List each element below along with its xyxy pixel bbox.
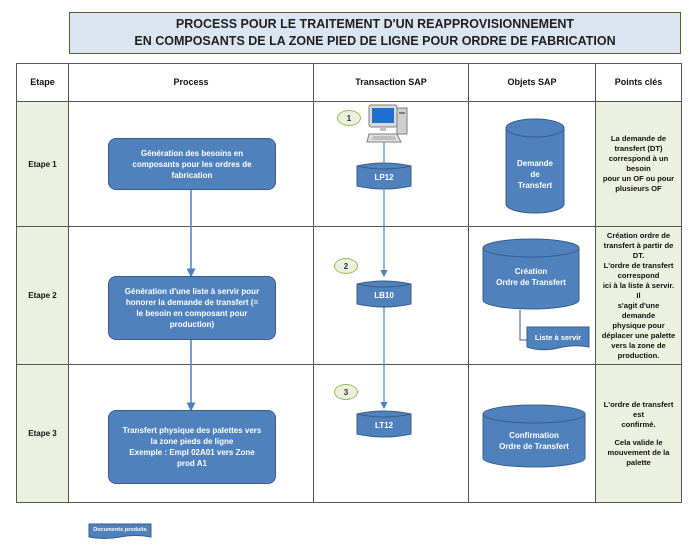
process-text: fabrication — [171, 170, 213, 180]
key-points-3: L'ordre de transfert est confirmé. Cela … — [596, 365, 681, 502]
stage-label: Etape 1 — [28, 159, 57, 169]
object-label: Confirmation — [509, 431, 559, 440]
note-line: DT. — [632, 250, 645, 260]
note-line: Cela valide le — [614, 437, 663, 447]
header-points-cles: Points clés — [614, 77, 663, 87]
note-line: plusieurs OF — [615, 184, 662, 193]
process-text: Transfert physique des palettes vers — [122, 426, 262, 435]
object-label: Ordre de Transfert — [496, 278, 566, 287]
divider — [313, 63, 314, 503]
object-confirmation-ordre-transfert: Confirmation Ordre de Transfert — [482, 404, 586, 468]
header-transaction: Transaction SAP — [355, 77, 427, 87]
legend-label: Documents produits — [93, 527, 147, 533]
process-text: Génération d'une liste à servir pour — [124, 287, 260, 296]
stage-column-bg — [17, 102, 68, 502]
header-etape: Etape — [30, 77, 55, 87]
header-process: Process — [173, 77, 209, 87]
notes-column-bg — [595, 102, 681, 502]
key-points-2: Création ordre de transfert à partir de … — [596, 227, 681, 364]
note-spacer — [600, 430, 677, 438]
process-step-1: Génération des besoins en composants pou… — [108, 138, 276, 190]
note-line: La demande de — [610, 134, 667, 143]
key-points-1: La demande de transfert (DT) correspond … — [596, 102, 681, 226]
note-line: production. — [617, 350, 660, 360]
document-label: Liste à servir — [534, 333, 582, 342]
transaction-lp12: LP12 — [356, 162, 412, 190]
swimlane-table — [16, 63, 682, 503]
process-text: la zone pieds de ligne — [150, 437, 234, 446]
object-demande-transfert: Demande de Transfert — [505, 118, 565, 214]
divider — [595, 63, 596, 503]
page-title: PROCESS POUR LE TRAITEMENT D'UN REAPPROV… — [69, 12, 681, 54]
transaction-code: LP12 — [374, 172, 394, 182]
process-text: prod A1 — [177, 459, 207, 468]
note-line: L'ordre de transfert est — [603, 399, 674, 419]
note-line: pour un OF ou pour — [602, 174, 675, 183]
object-label: Demande — [516, 159, 553, 168]
transaction-lb10: LB10 — [356, 280, 412, 308]
object-label: Ordre de Transfert — [499, 442, 569, 451]
note-line: transfert à partir de — [603, 240, 674, 250]
note-line: correspond à un besoin — [608, 154, 669, 173]
step-number-badge: 2 — [334, 258, 358, 274]
divider — [16, 226, 682, 227]
process-step-3: Transfert physique des palettes vers la … — [108, 410, 276, 484]
transaction-lt12: LT12 — [356, 410, 412, 438]
object-creation-ordre-transfert: Création Ordre de Transfert — [482, 238, 580, 310]
note-line: physique pour — [612, 320, 665, 330]
note-line: L'ordre de transfert — [603, 260, 674, 270]
stage-label: Etape 2 — [28, 291, 57, 300]
note-line: correspond — [617, 270, 660, 280]
object-label: Transfert — [517, 181, 553, 190]
header-objets: Objets SAP — [507, 77, 557, 87]
step-number-badge: 1 — [337, 110, 361, 126]
object-label: de — [530, 170, 540, 179]
divider — [468, 63, 469, 503]
note-line: mouvement de la — [607, 447, 670, 457]
title-line-2: EN COMPOSANTS DE LA ZONE PIED DE LIGNE P… — [134, 34, 616, 48]
process-step-2: Génération d'une liste à servir pour hon… — [108, 276, 276, 340]
computer-icon — [366, 104, 408, 143]
title-line-1: PROCESS POUR LE TRAITEMENT D'UN REAPPROV… — [175, 17, 575, 31]
note-line: confirmé. — [621, 419, 656, 429]
transaction-code: LB10 — [374, 290, 394, 300]
stage-label: Etape 3 — [28, 429, 57, 438]
divider — [68, 63, 69, 503]
transaction-code: LT12 — [374, 420, 394, 430]
process-text: le besoin en composant pour — [136, 309, 248, 318]
note-line: déplacer une palette — [601, 330, 676, 340]
note-line: transfert (DT) — [614, 144, 663, 153]
divider — [16, 364, 682, 365]
process-text: honorer la demande de transfert (= — [125, 298, 259, 307]
divider — [16, 101, 682, 102]
process-text: composants pour les ordres de — [132, 159, 252, 169]
process-text: production) — [169, 320, 215, 329]
note-line: palette — [626, 457, 651, 467]
note-line: s'agit d'une demande — [617, 300, 660, 320]
process-text: Génération des besoins en — [140, 148, 244, 158]
object-label: Création — [514, 267, 548, 276]
step-number-badge: 3 — [334, 384, 358, 400]
note-line: vers la zone de — [611, 340, 666, 350]
process-text: Exemple : Empl 02A01 vers Zone — [129, 448, 255, 457]
note-line: Création ordre de — [606, 230, 671, 240]
legend-documents-produits: Documents produits — [88, 523, 152, 540]
document-liste-a-servir: Liste à servir — [526, 326, 590, 352]
note-line: ici à la liste à servir. Il — [602, 280, 675, 300]
